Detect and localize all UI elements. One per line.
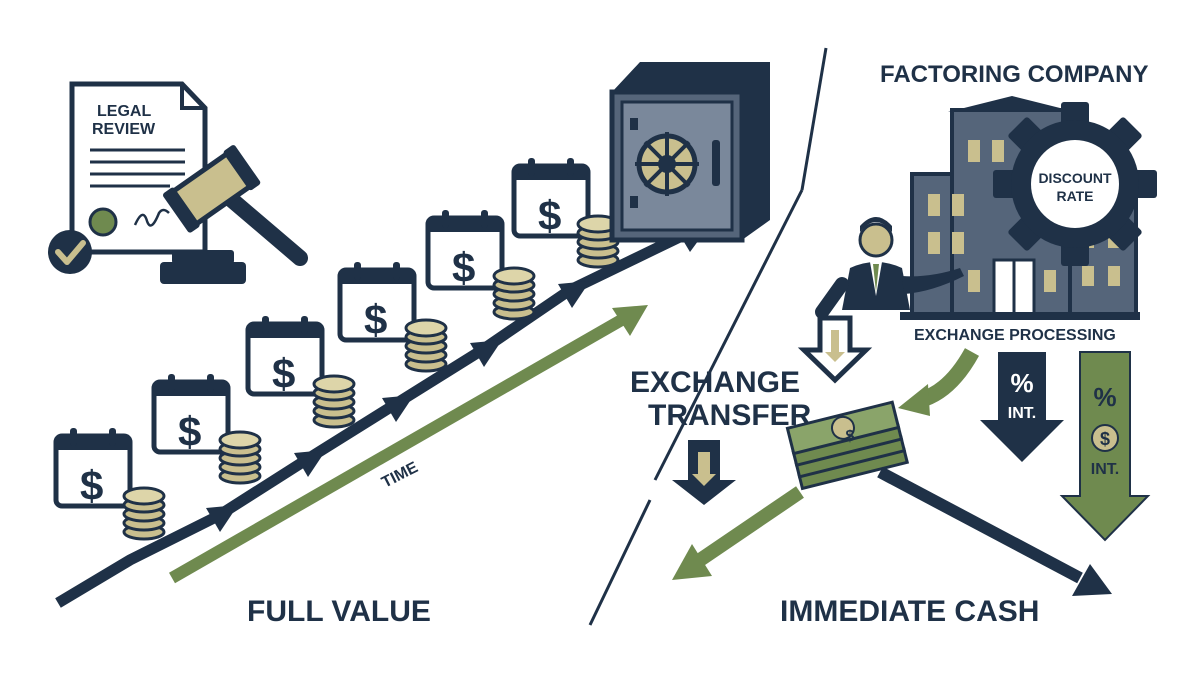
calendar-dollar-icon: $ bbox=[248, 316, 356, 429]
cash-green-arrow bbox=[672, 486, 804, 580]
svg-text:$: $ bbox=[272, 350, 295, 397]
exchange-transfer-label-line2: TRANSFER bbox=[648, 399, 812, 432]
percent-symbol-label-2: % bbox=[1093, 382, 1116, 412]
calendar-dollar-icon: $ bbox=[56, 428, 166, 541]
legal-review-label-line2: REVIEW bbox=[92, 121, 156, 138]
svg-text:$: $ bbox=[364, 296, 387, 343]
checkmark-icon bbox=[48, 230, 92, 274]
interest-label: INT. bbox=[1008, 405, 1036, 422]
down-arrow-icon bbox=[672, 440, 736, 505]
svg-text:$: $ bbox=[80, 462, 103, 509]
exchange-processing-label: EXCHANGE PROCESSING bbox=[914, 327, 1116, 344]
svg-text:$: $ bbox=[538, 192, 561, 239]
cash-dollar-label: $ bbox=[846, 428, 855, 445]
full-value-label: FULL VALUE bbox=[247, 595, 431, 628]
calendar-dollar-icon: $ bbox=[514, 158, 620, 269]
calendar-dollar-icon: $ bbox=[428, 210, 536, 321]
percent-interest-arrow bbox=[980, 352, 1064, 462]
discount-rate-label-line2: RATE bbox=[1056, 188, 1093, 204]
section-divider bbox=[588, 47, 828, 626]
green-curved-arrow bbox=[898, 348, 980, 416]
discount-rate-label-line1: DISCOUNT bbox=[1038, 170, 1112, 186]
interest-label-2: INT. bbox=[1091, 461, 1119, 478]
calendar-dollar-icon: $ bbox=[154, 374, 262, 485]
gear-icon bbox=[993, 102, 1157, 266]
immediate-cash-label: IMMEDIATE CASH bbox=[780, 595, 1039, 628]
svg-text:$: $ bbox=[178, 408, 201, 455]
factoring-company-label: FACTORING COMPANY bbox=[880, 61, 1148, 88]
time-green-arrow bbox=[169, 305, 648, 584]
coin-dollar-label: $ bbox=[1100, 429, 1110, 449]
exchange-transfer-label-line1: EXCHANGE bbox=[630, 366, 800, 399]
percent-symbol-label: % bbox=[1010, 368, 1033, 398]
calendar-dollar-icon: $ bbox=[340, 262, 448, 373]
time-label: TIME bbox=[379, 459, 421, 492]
cash-stack-icon bbox=[785, 400, 910, 491]
gavel-icon bbox=[160, 145, 308, 284]
down-arrow-icon bbox=[797, 315, 873, 384]
cash-navy-arrow bbox=[877, 466, 1112, 596]
legal-review-label-line1: LEGAL bbox=[97, 103, 151, 120]
svg-text:$: $ bbox=[452, 244, 475, 291]
safe-vault-icon bbox=[609, 62, 770, 243]
percent-interest-green-arrow bbox=[1059, 351, 1151, 542]
businessman-icon bbox=[815, 217, 964, 319]
